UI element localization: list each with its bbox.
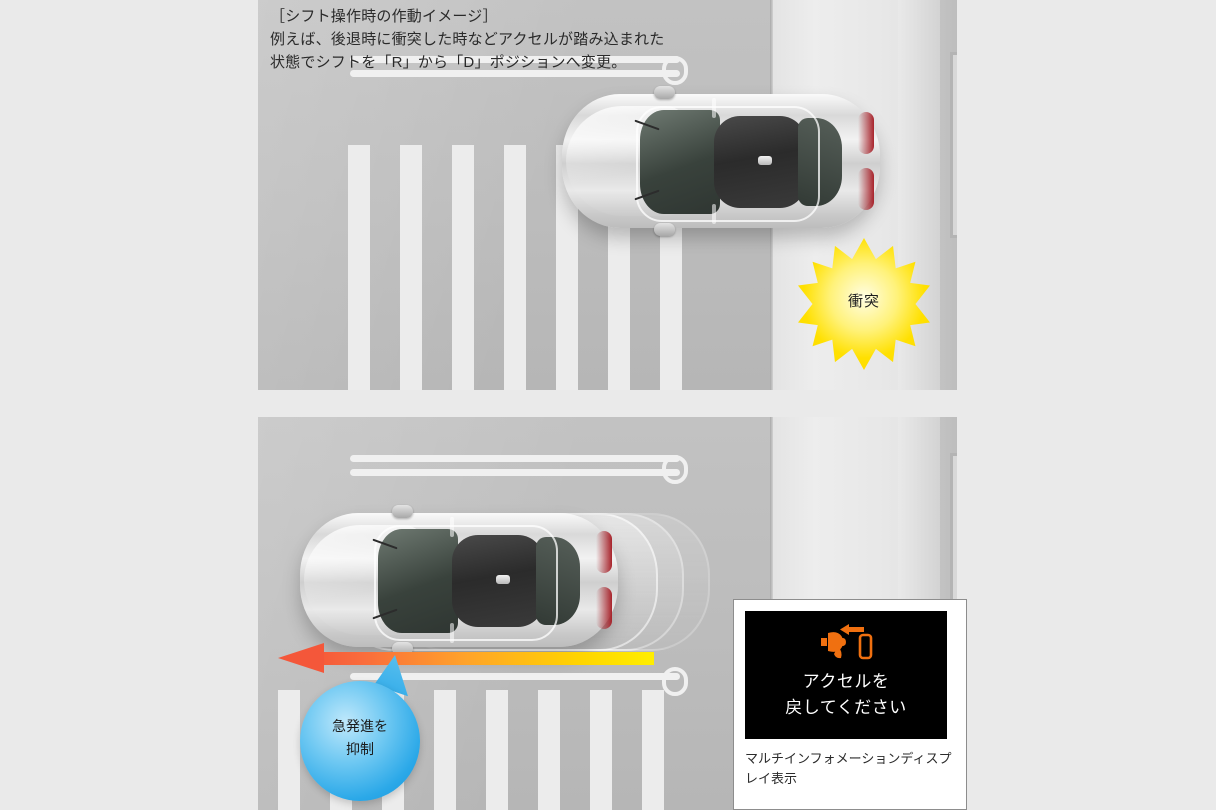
car-pillar: [450, 517, 454, 537]
arrow-shaft: [312, 652, 654, 665]
mid-caption: マルチインフォメーションディスプレイ表示: [745, 751, 952, 786]
crosswalk-stripe: [538, 690, 560, 810]
car-chrome-trim: [636, 106, 820, 222]
bubble-text-line2: 抑制: [346, 741, 374, 757]
car-side-mirror: [392, 642, 413, 655]
car-taillight: [858, 112, 874, 154]
building-window: [950, 453, 957, 609]
car-chrome-trim: [374, 525, 558, 641]
stop-line-cap: [662, 667, 688, 696]
vehicle-top-view: [562, 86, 880, 236]
stop-line-cap: [662, 455, 688, 484]
crosswalk-stripe: [590, 690, 612, 810]
car-taillight: [858, 168, 874, 210]
collision-burst: 衝突: [798, 238, 930, 370]
crosswalk-stripe: [642, 690, 664, 810]
crosswalk-stripe: [556, 145, 578, 390]
crosswalk-stripe: [348, 145, 370, 390]
stop-line-cap: [662, 56, 688, 85]
crosswalk-stripe: [486, 690, 508, 810]
stop-line-marking: [350, 469, 680, 476]
mid-message: アクセルを 戻してください: [745, 669, 947, 721]
bubble-circle: [300, 681, 420, 801]
crosswalk-stripe: [504, 145, 526, 390]
bubble-text-line1: 急発進を: [332, 718, 388, 734]
car-rear-window: [536, 537, 580, 625]
arrow-head: [278, 643, 324, 673]
mid-message-line2: 戻してください: [785, 698, 907, 717]
crosswalk-stripe: [400, 145, 422, 390]
car-side-mirror: [392, 505, 413, 518]
car-pillar: [712, 204, 716, 224]
mid-message-line1: アクセルを: [802, 672, 890, 691]
panel-shift-operation-scene: 衝突 ［シフト操作時の作動イメージ］ 例えば、後退時に衝突した時などアクセルが踏…: [258, 0, 957, 390]
car-side-mirror: [654, 86, 675, 99]
mid-screen: アクセルを 戻してください: [745, 611, 947, 739]
scene-caption-text: ［シフト操作時の作動イメージ］ 例えば、後退時に衝突した時などアクセルが踏み込ま…: [270, 8, 665, 71]
car-emblem: [758, 156, 772, 165]
car-pillar: [712, 98, 716, 118]
crosswalk-stripe: [452, 145, 474, 390]
car-pillar: [450, 623, 454, 643]
car-side-mirror: [654, 223, 675, 236]
car-taillight: [596, 587, 612, 629]
suppression-callout-bubble: 急発進を 抑制: [300, 655, 420, 801]
stop-line-marking: [350, 455, 680, 462]
vehicle-top-view: [300, 505, 618, 655]
crosswalk-stripe: [278, 690, 300, 810]
stop-line-marking: [350, 56, 680, 63]
stop-line-marking: [350, 673, 680, 680]
building-window: [950, 52, 957, 238]
crosswalk-stripe: [434, 690, 456, 810]
car-taillight: [596, 531, 612, 573]
accelerator-release-foot-icon: [815, 624, 877, 660]
car-rear-window: [798, 118, 842, 206]
speed-gradient-arrow: [278, 643, 654, 673]
bubble-text: 急発進を 抑制: [300, 715, 420, 761]
burst-label: 衝突: [847, 293, 880, 310]
car-emblem: [496, 575, 510, 584]
multi-information-display-card: アクセルを 戻してください マルチインフォメーションディスプレイ表示: [733, 599, 967, 810]
stop-line-marking: [350, 70, 680, 77]
